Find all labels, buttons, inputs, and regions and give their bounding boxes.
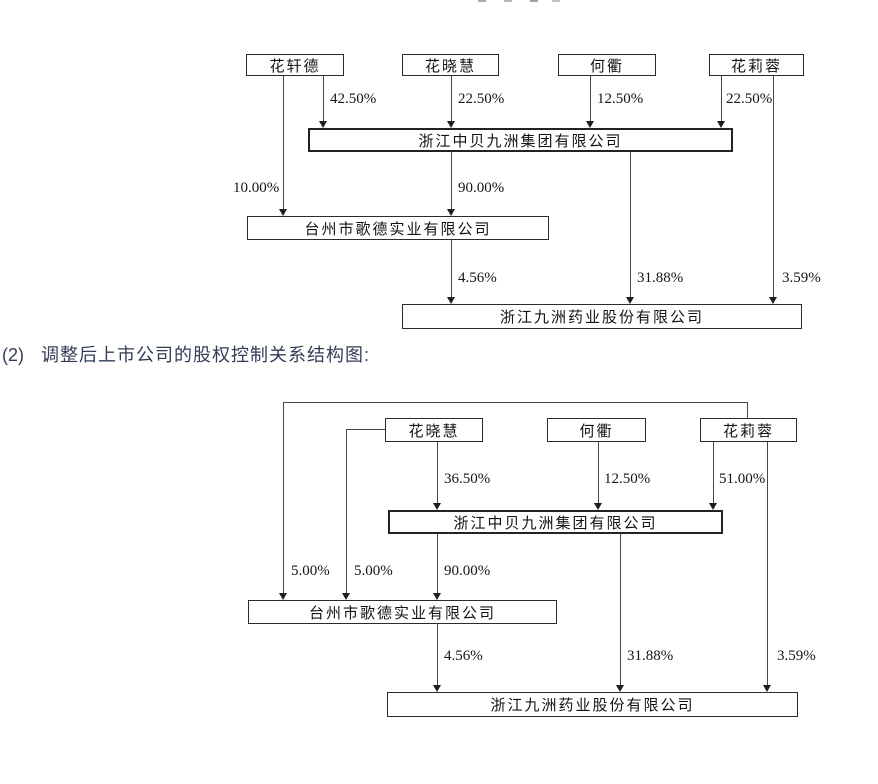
arrowhead — [717, 121, 725, 128]
edge-line — [773, 76, 774, 299]
arrowhead — [594, 503, 602, 510]
section-heading-text: 调整后上市公司的股权控制关系结构图: — [41, 345, 370, 365]
edge-line — [767, 442, 768, 687]
arrowhead — [586, 121, 594, 128]
holder-box-hequ: 何衢 — [558, 54, 656, 76]
edge-line — [620, 534, 621, 687]
arrowhead — [447, 209, 455, 216]
edge-line — [451, 240, 452, 299]
company-box-listed: 浙江九洲药业股份有限公司 — [402, 304, 802, 329]
edge-line — [437, 442, 438, 505]
holder-box-hequ: 何衢 — [547, 418, 646, 442]
edge-line — [721, 76, 722, 123]
arrowhead — [342, 593, 350, 600]
pct-label: 4.56% — [458, 270, 497, 286]
arrowhead — [433, 685, 441, 692]
arrowhead — [279, 209, 287, 216]
pct-label: 3.59% — [777, 648, 816, 664]
pct-label: 12.50% — [597, 91, 644, 107]
pct-label: 90.00% — [458, 180, 505, 196]
section-heading-index: (2) — [2, 345, 24, 365]
arrowhead — [433, 593, 441, 600]
edge-line — [323, 76, 324, 123]
pct-label: 5.00% — [291, 563, 330, 579]
edge-line — [437, 534, 438, 595]
section-heading: (2) 调整后上市公司的股权控制关系结构图: — [2, 341, 370, 367]
edge-line — [747, 402, 748, 418]
arrowhead — [626, 297, 634, 304]
arrowhead — [769, 297, 777, 304]
pct-label: 90.00% — [444, 563, 491, 579]
arrowhead — [616, 685, 624, 692]
edge-line — [346, 429, 347, 595]
edge-line — [283, 402, 284, 595]
holder-box-hualirong: 花莉蓉 — [700, 418, 797, 442]
holder-box-huaxuande: 花轩德 — [246, 54, 344, 76]
edge-line — [598, 442, 599, 505]
clipped-text-artifact — [478, 0, 568, 3]
pct-label: 3.59% — [782, 270, 821, 286]
pct-label: 31.88% — [637, 270, 684, 286]
company-box-industrial: 台州市歌德实业有限公司 — [248, 600, 557, 624]
holder-box-huaxiaohui: 花晓慧 — [402, 54, 499, 76]
edge-line — [437, 624, 438, 687]
edge-line — [713, 442, 714, 505]
pct-label: 22.50% — [458, 91, 505, 107]
edge-line — [451, 152, 452, 211]
arrowhead — [709, 503, 717, 510]
arrowhead — [279, 593, 287, 600]
company-box-group: 浙江中贝九洲集团有限公司 — [388, 510, 723, 534]
pct-label: 31.88% — [627, 648, 674, 664]
edge-line — [630, 152, 631, 299]
edge-line — [590, 76, 591, 123]
edge-line — [283, 402, 748, 403]
holder-box-hualirong: 花莉蓉 — [709, 54, 804, 76]
arrowhead — [447, 297, 455, 304]
company-box-group: 浙江中贝九洲集团有限公司 — [308, 128, 733, 152]
pct-label: 22.50% — [726, 91, 773, 107]
arrowhead — [433, 503, 441, 510]
pct-label: 10.00% — [233, 180, 280, 196]
pct-label: 36.50% — [444, 471, 491, 487]
edge-line — [346, 429, 385, 430]
company-box-listed: 浙江九洲药业股份有限公司 — [387, 692, 798, 717]
company-box-industrial: 台州市歌德实业有限公司 — [247, 216, 549, 240]
holder-box-huaxiaohui: 花晓慧 — [385, 418, 483, 442]
edge-line — [451, 76, 452, 123]
edge-line — [283, 76, 284, 211]
pct-label: 42.50% — [330, 91, 377, 107]
arrowhead — [319, 121, 327, 128]
pct-label: 4.56% — [444, 648, 483, 664]
pct-label: 5.00% — [354, 563, 393, 579]
arrowhead — [763, 685, 771, 692]
pct-label: 12.50% — [604, 471, 651, 487]
arrowhead — [447, 121, 455, 128]
pct-label: 51.00% — [719, 471, 766, 487]
